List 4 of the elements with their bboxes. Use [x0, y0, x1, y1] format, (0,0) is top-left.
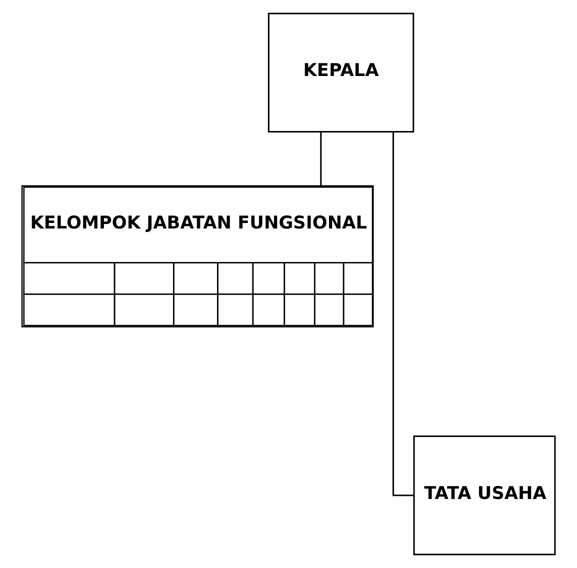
node-box: KEPALA: [268, 12, 414, 132]
node-box: TATA USAHA: [413, 436, 556, 556]
connector: [320, 132, 322, 186]
connector: [392, 132, 414, 496]
